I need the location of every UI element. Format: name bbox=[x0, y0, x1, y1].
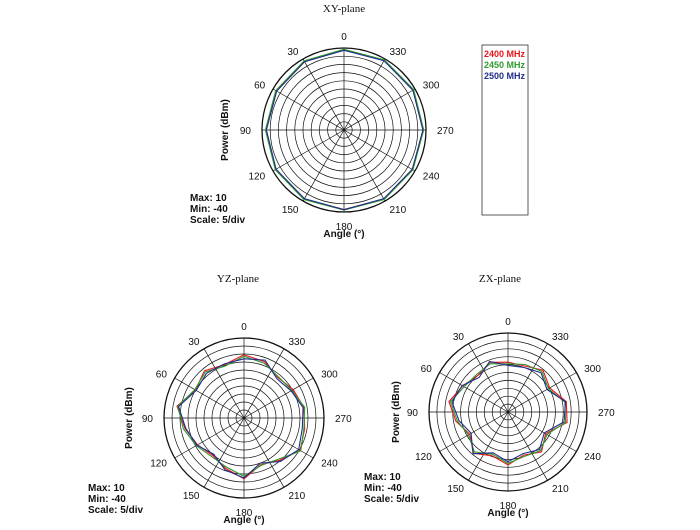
legend-box bbox=[481, 44, 529, 216]
angle-tick-label: 60 bbox=[421, 364, 433, 375]
series-line bbox=[177, 358, 304, 479]
angle-tick-label: 210 bbox=[390, 205, 407, 216]
angle-axis-label: Angle (°) bbox=[487, 508, 528, 519]
angle-tick-label: 30 bbox=[287, 47, 299, 58]
grid-spoke bbox=[243, 417, 285, 488]
angle-tick-label: 180 bbox=[500, 501, 517, 512]
grid-spoke bbox=[302, 58, 345, 131]
angle-tick-label: 180 bbox=[336, 222, 353, 233]
angle-tick-label: 30 bbox=[453, 332, 465, 343]
angle-tick-label: 120 bbox=[150, 459, 167, 470]
angle-tick-label: 210 bbox=[289, 491, 306, 502]
angle-tick-label: 90 bbox=[407, 408, 419, 419]
grid-spoke bbox=[203, 348, 245, 419]
grid-spoke bbox=[343, 58, 386, 131]
radial-axis-label: Power (dBm) bbox=[220, 99, 231, 161]
grid-spoke bbox=[439, 411, 509, 452]
grid-spoke bbox=[507, 411, 548, 481]
grid-spoke bbox=[174, 377, 245, 419]
series-line bbox=[177, 355, 306, 478]
series-line bbox=[451, 360, 567, 463]
chart-zx-plane: ZX-plane 0 30 60 90 120 150 180 210 240 270 300 330P… bbox=[364, 273, 615, 519]
grid-spoke bbox=[468, 343, 509, 413]
info-min: Min: -40 bbox=[364, 483, 402, 494]
legend: 2400 MHz 2450 MHz 2500 MHz bbox=[481, 44, 529, 216]
angle-tick-label: 300 bbox=[423, 81, 440, 92]
chart-title: XY-plane bbox=[323, 3, 365, 15]
angle-tick-label: 240 bbox=[321, 459, 338, 470]
angle-tick-label: 90 bbox=[240, 126, 252, 137]
angle-tick-label: 150 bbox=[447, 484, 464, 495]
grid-spoke bbox=[243, 348, 285, 419]
chart-title: ZX-plane bbox=[479, 273, 521, 285]
radial-axis-label: Power (dBm) bbox=[124, 387, 135, 449]
angle-tick-label: 150 bbox=[282, 205, 299, 216]
angle-tick-label: 330 bbox=[552, 332, 569, 343]
grid-spoke bbox=[468, 411, 509, 481]
chart-yz-plane: YZ-plane 0 30 60 90 120 150 180 210 240 270 300 330P… bbox=[88, 273, 352, 526]
angle-tick-label: 60 bbox=[254, 81, 266, 92]
grid-spoke bbox=[203, 417, 245, 488]
grid-spoke bbox=[272, 129, 345, 172]
chart-title: YZ-plane bbox=[217, 273, 259, 285]
angle-tick-label: 210 bbox=[552, 484, 569, 495]
grid-spoke bbox=[243, 417, 314, 459]
angle-tick-label: 270 bbox=[437, 126, 454, 137]
info-min: Min: -40 bbox=[190, 204, 228, 215]
series-line bbox=[176, 354, 306, 480]
info-max: Max: 10 bbox=[364, 472, 401, 483]
angle-tick-label: 0 bbox=[241, 322, 247, 333]
info-min: Min: -40 bbox=[88, 494, 126, 505]
info-max: Max: 10 bbox=[190, 193, 227, 204]
angle-tick-label: 240 bbox=[584, 452, 601, 463]
angle-tick-label: 30 bbox=[188, 337, 200, 348]
angle-tick-label: 0 bbox=[505, 317, 511, 328]
grid-spoke bbox=[343, 129, 416, 172]
angle-tick-label: 330 bbox=[390, 47, 407, 58]
series-line bbox=[448, 361, 568, 466]
series-line bbox=[265, 49, 424, 211]
angle-tick-label: 330 bbox=[289, 337, 306, 348]
angle-tick-label: 180 bbox=[236, 508, 253, 519]
grid-spoke bbox=[243, 377, 314, 419]
angle-tick-label: 90 bbox=[142, 414, 154, 425]
angle-tick-label: 270 bbox=[335, 414, 352, 425]
grid-spoke bbox=[343, 88, 416, 131]
grid-spoke bbox=[507, 343, 548, 413]
info-scale: Scale: 5/div bbox=[364, 494, 419, 505]
grid-spoke bbox=[439, 372, 509, 413]
radial-axis-label: Power (dBm) bbox=[391, 381, 402, 443]
info-scale: Scale: 5/div bbox=[88, 505, 143, 516]
angle-axis-label: Angle (°) bbox=[323, 229, 364, 240]
angle-tick-label: 60 bbox=[156, 370, 168, 381]
info-max: Max: 10 bbox=[88, 483, 125, 494]
grid-spoke bbox=[174, 417, 245, 459]
grid-spoke bbox=[272, 88, 345, 131]
grid-spoke bbox=[507, 372, 577, 413]
angle-tick-label: 120 bbox=[415, 452, 432, 463]
chart-xy-plane: XY-plane 0 30 60 90 120 150 180 210 240 270 300 330P… bbox=[190, 3, 454, 240]
grid-spoke bbox=[302, 129, 345, 202]
angle-tick-label: 150 bbox=[183, 491, 200, 502]
legend-entry-2500: 2500 MHz bbox=[484, 71, 526, 81]
angle-tick-label: 120 bbox=[249, 172, 266, 183]
angle-tick-label: 270 bbox=[598, 408, 615, 419]
angle-tick-label: 300 bbox=[584, 364, 601, 375]
legend-entry-2450: 2450 MHz bbox=[484, 60, 526, 70]
info-scale: Scale: 5/div bbox=[190, 215, 245, 226]
series-line bbox=[449, 363, 567, 465]
legend-entry-2400: 2400 MHz bbox=[484, 49, 526, 59]
angle-tick-label: 300 bbox=[321, 370, 338, 381]
angle-tick-label: 240 bbox=[423, 172, 440, 183]
grid-spoke bbox=[507, 411, 577, 452]
angle-axis-label: Angle (°) bbox=[223, 515, 264, 526]
angle-tick-label: 0 bbox=[341, 32, 347, 43]
grid-spoke bbox=[343, 129, 386, 202]
